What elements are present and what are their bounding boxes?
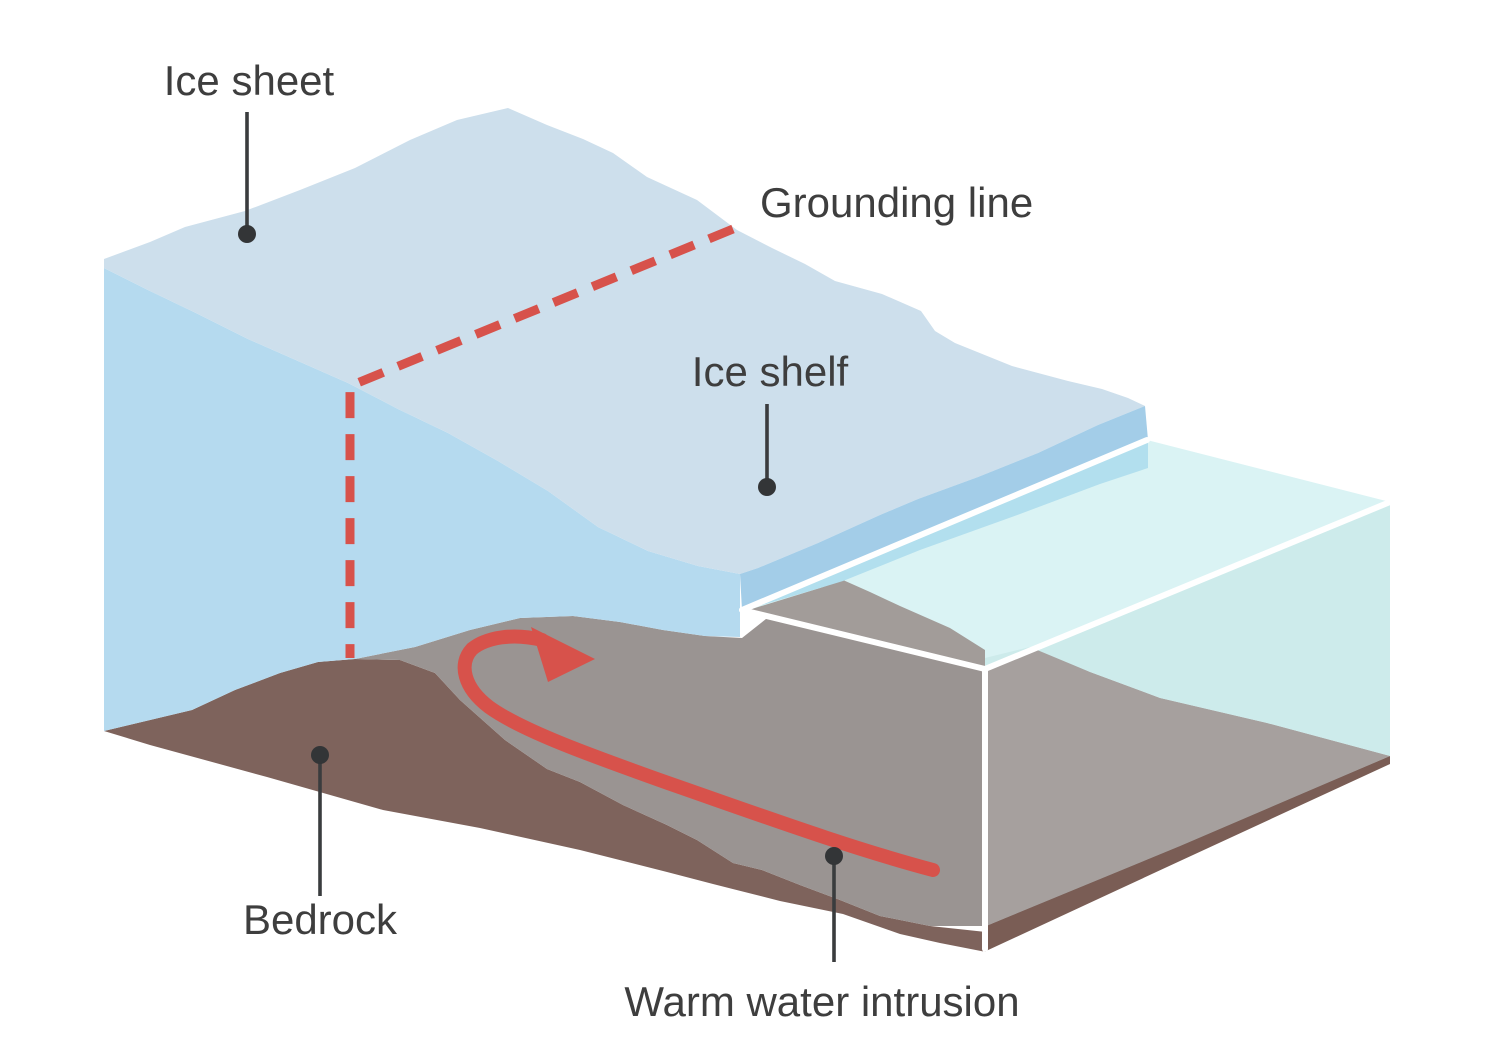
warm-water-dot [825,847,843,865]
ice-shelf-label: Ice shelf [692,348,849,395]
leader-dots [238,225,843,865]
water-box-outline [739,437,1393,952]
seabed-through-water [742,580,985,668]
warm-water-arrow [457,629,940,877]
grounding-line-label: Grounding line [760,179,1033,226]
ice-shelf-dot [758,478,776,496]
bedrock-dot [311,746,329,764]
seabed-side-face [986,646,1390,926]
warm-water-arrowhead [531,627,595,682]
grounding-line-dashed [345,224,735,658]
warm-water-intrusion-label: Warm water intrusion [624,978,1019,1025]
ice-front-face [104,268,740,731]
ice-sheet-dot [238,225,256,243]
ice-sheet-label: Ice sheet [164,57,335,104]
bedrock-right-edge [986,756,1390,951]
bedrock-front-face [104,659,986,952]
ice-top-surface [104,108,1145,574]
ocean-side-face [985,502,1390,756]
waterline-edge [739,437,1150,613]
water-front-top-edge [739,607,988,672]
leader-lines [245,112,836,962]
water-right-top-edge [982,499,1393,672]
labels: Ice sheet Grounding line Ice shelf Bedro… [164,57,1033,1025]
ice-shelf-front-above-water [740,406,1148,610]
bedrock-label: Bedrock [243,896,398,943]
